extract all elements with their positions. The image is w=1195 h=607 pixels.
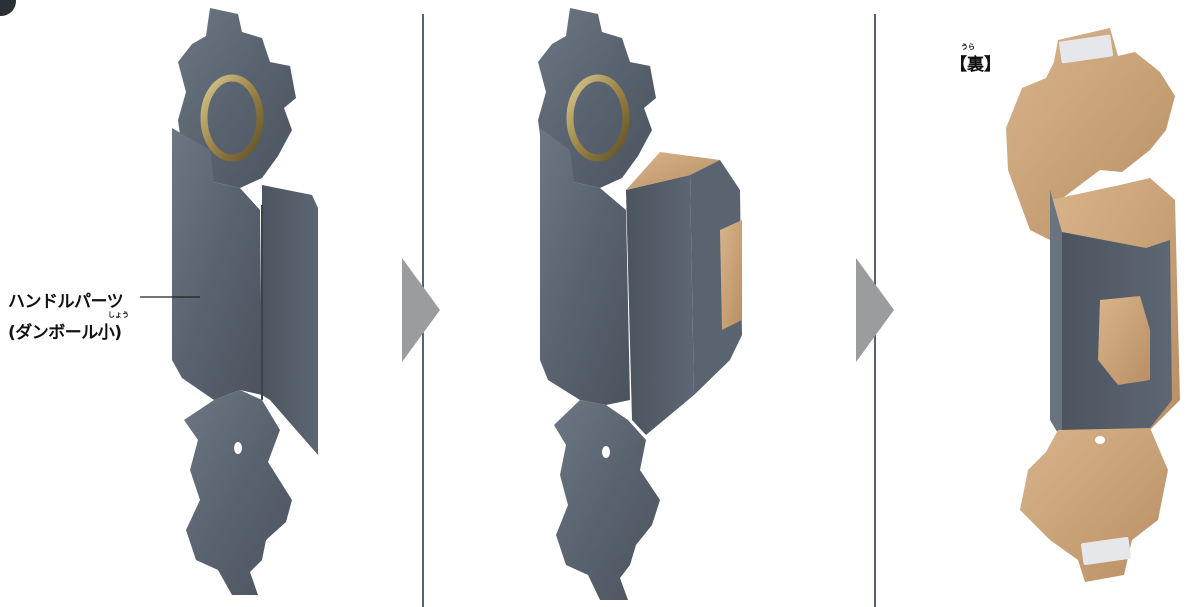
handle-part-back: [1006, 28, 1180, 582]
handle-part-flat: [172, 8, 318, 595]
back-label: 【裏】: [950, 50, 1001, 75]
step-arrow-icon: [402, 258, 440, 362]
part-name-label: ハンドルパーツ: [8, 287, 123, 312]
handle-part-folding: [538, 8, 742, 600]
material-label: (ダンボール小): [8, 318, 122, 343]
